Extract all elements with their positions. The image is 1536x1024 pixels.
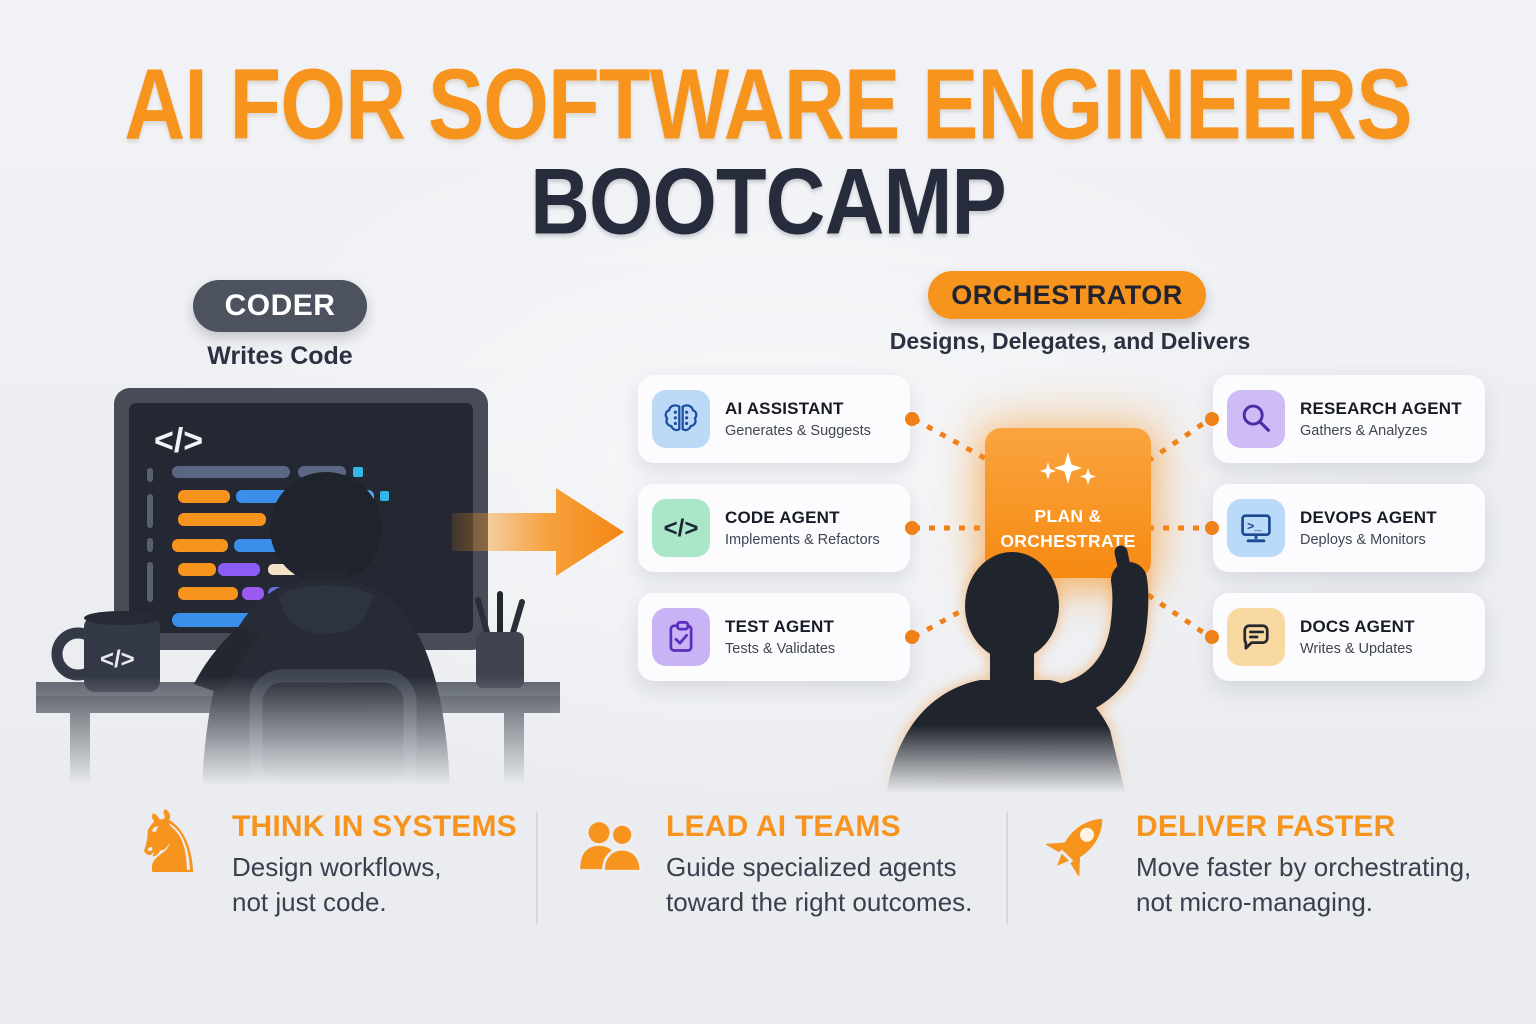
mug-code-glyph: </> [100, 646, 135, 673]
footer-title-lead-ai-teams: LEAD AI TEAMS [666, 810, 901, 843]
footer-title-think-in-systems: THINK IN SYSTEMS [232, 810, 517, 843]
agent-desc: Tests & Validates [725, 641, 836, 657]
transition-arrow-icon [452, 488, 624, 576]
card-test-agent: TEST AGENT Tests & Validates [638, 593, 910, 681]
card-code-agent: </> CODE AGENT Implements & Refactors [638, 484, 910, 572]
footer-desc: Move faster by orchestrating, not micro-… [1136, 852, 1472, 917]
terminal-monitor-icon: >_ [1241, 514, 1271, 543]
orchestrator-badge: ORCHESTRATOR [928, 271, 1206, 319]
agent-name: DEVOPS AGENT [1300, 508, 1437, 527]
orchestrator-person-silhouette [886, 545, 1149, 796]
pen-cup-icon [475, 591, 525, 688]
coder-person-silhouette [194, 472, 450, 790]
card-ai-assistant: AI ASSISTANT Generates & Suggests [638, 375, 910, 463]
main-title-bootcamp: BOOTCAMP [530, 149, 1007, 255]
connector-dotted-lines [905, 412, 1219, 644]
agent-name: DOCS AGENT [1300, 617, 1415, 636]
main-title: AI FOR SOFTWARE ENGINEERS [124, 48, 1412, 161]
svg-text:</>: </> [664, 515, 699, 542]
footer-divider [536, 812, 538, 924]
agent-desc: Gathers & Analyzes [1300, 423, 1428, 439]
rocket-icon [1046, 818, 1103, 876]
card-research-agent: RESEARCH AGENT Gathers & Analyzes [1213, 375, 1485, 463]
magnifier-icon [1242, 404, 1270, 432]
chat-doc-icon [1243, 624, 1269, 650]
card-docs-agent: DOCS AGENT Writes & Updates [1213, 593, 1485, 681]
agent-desc: Deploys & Monitors [1300, 532, 1426, 548]
clipboard-check-icon [669, 621, 693, 652]
footer-divider [1006, 812, 1008, 924]
footer-desc: Guide specialized agents toward the righ… [666, 852, 973, 917]
agent-name: RESEARCH AGENT [1300, 399, 1462, 418]
svg-text:>_: >_ [1247, 520, 1262, 534]
coder-illustration: </> [36, 388, 560, 790]
agent-desc: Implements & Refactors [725, 532, 880, 548]
code-icon: </> [664, 515, 699, 542]
footer-desc: Design workflows, not just code. [232, 852, 442, 917]
screen-code-glyph: </> [154, 422, 203, 460]
orchestrator-subtitle: Designs, Delegates, and Delivers [889, 328, 1251, 354]
agent-name: TEST AGENT [725, 617, 835, 636]
footer-title-deliver-faster: DELIVER FASTER [1136, 810, 1396, 843]
sparkles-icon [1040, 451, 1096, 485]
agent-desc: Writes & Updates [1300, 641, 1413, 657]
plan-orchestrate-label: PLAN & ORCHESTRATE [1000, 505, 1136, 551]
coffee-mug-icon: </> [51, 611, 160, 692]
agent-name: AI ASSISTANT [725, 399, 844, 418]
coder-subtitle: Writes Code [207, 342, 353, 370]
coder-badge: CODER [193, 280, 367, 332]
chess-knight-icon: ♞ [130, 793, 208, 893]
card-devops-agent: >_ DEVOPS AGENT Deploys & Monitors [1213, 484, 1485, 572]
brain-icon [664, 404, 698, 432]
agent-name: CODE AGENT [725, 508, 840, 527]
team-icon [580, 822, 642, 873]
agent-desc: Generates & Suggests [725, 423, 871, 439]
